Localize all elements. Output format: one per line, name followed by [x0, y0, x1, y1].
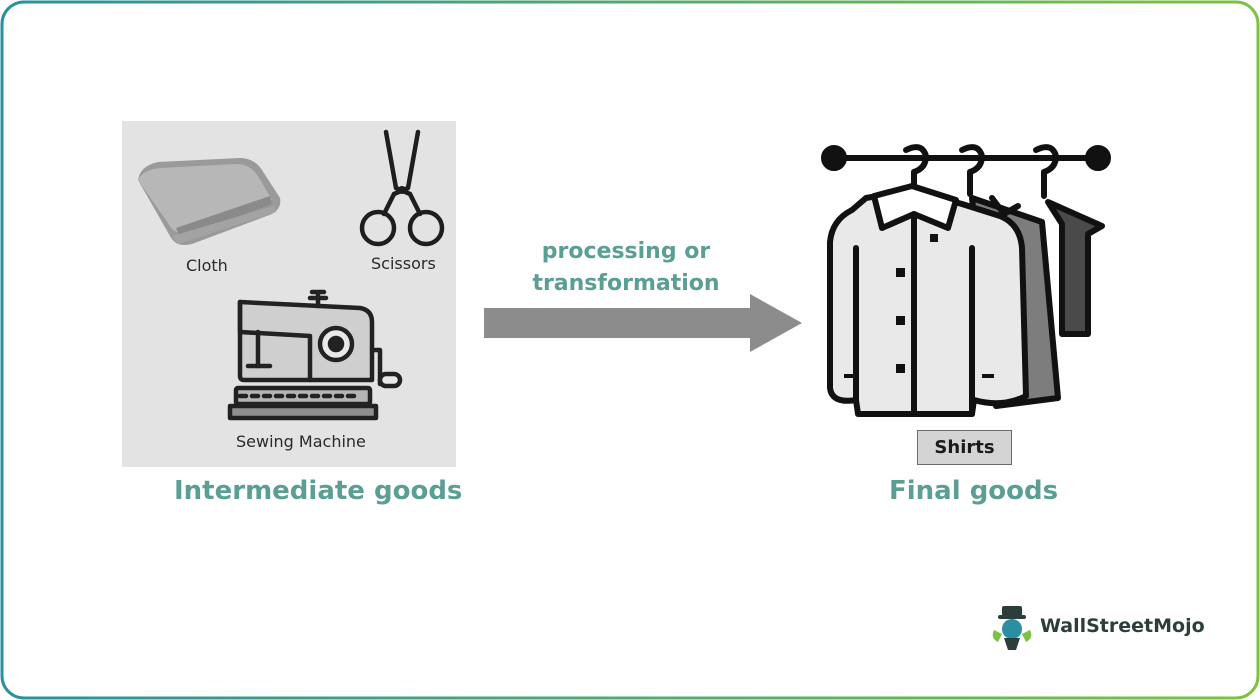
process-arrow-icon [484, 294, 802, 352]
brand-name: WallStreetMojo [1040, 615, 1205, 637]
sewing-machine-icon [227, 289, 403, 421]
cloth-icon [138, 158, 281, 245]
final-goods-caption: Final goods [889, 476, 1059, 506]
cloth-label: Cloth [186, 256, 228, 275]
scissors-label: Scissors [371, 254, 436, 273]
shirts-label: Shirts [917, 430, 1012, 465]
wallstreetmojo-logo-icon [992, 606, 1032, 650]
intermediate-goods-caption: Intermediate goods [174, 476, 463, 506]
shirts-label-text: Shirts [934, 437, 995, 458]
sewing-machine-label: Sewing Machine [236, 432, 366, 451]
process-label: processing or transformation [532, 239, 720, 296]
shirts-on-rack-icon [821, 144, 1111, 417]
scissors-icon [359, 129, 445, 247]
